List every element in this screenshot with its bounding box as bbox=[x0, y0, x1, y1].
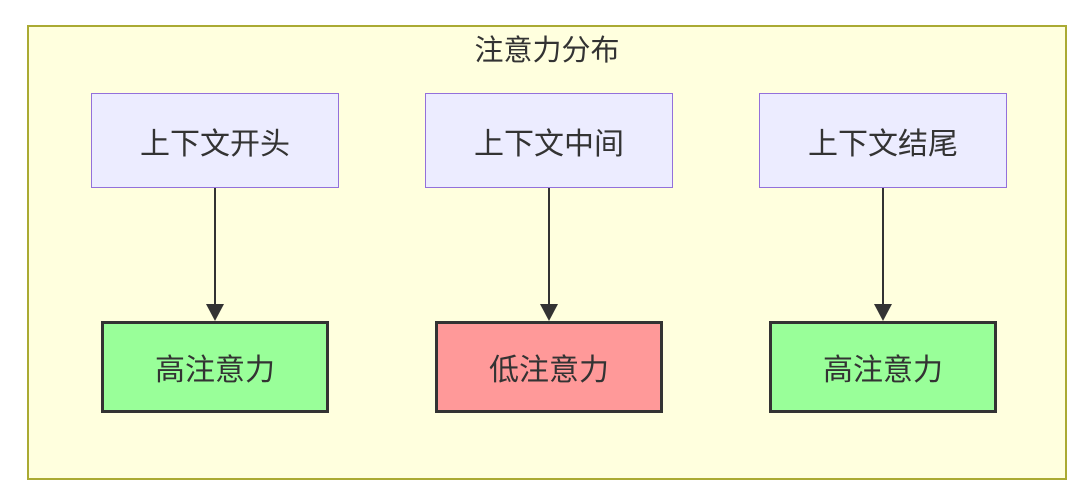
node-attention-low-middle: 低注意力 bbox=[435, 321, 663, 413]
attention-distribution-frame: 注意力分布 上下文开头 高注意力 上下文中间 低注意力 上下文结尾 高注意力 bbox=[27, 25, 1067, 480]
node-context-end: 上下文结尾 bbox=[759, 93, 1007, 188]
flow-column-context-end: 上下文结尾 高注意力 bbox=[758, 93, 1008, 413]
flow-column-context-middle: 上下文中间 低注意力 bbox=[424, 93, 674, 413]
node-context-begin: 上下文开头 bbox=[91, 93, 339, 188]
down-arrow-icon bbox=[874, 188, 892, 321]
diagram-title: 注意力分布 bbox=[474, 35, 620, 67]
flow-column-context-begin: 上下文开头 高注意力 bbox=[90, 93, 340, 413]
node-attention-high-begin: 高注意力 bbox=[101, 321, 329, 413]
node-attention-high-end: 高注意力 bbox=[769, 321, 997, 413]
node-context-middle: 上下文中间 bbox=[425, 93, 673, 188]
down-arrow-icon bbox=[540, 188, 558, 321]
down-arrow-icon bbox=[206, 188, 224, 321]
